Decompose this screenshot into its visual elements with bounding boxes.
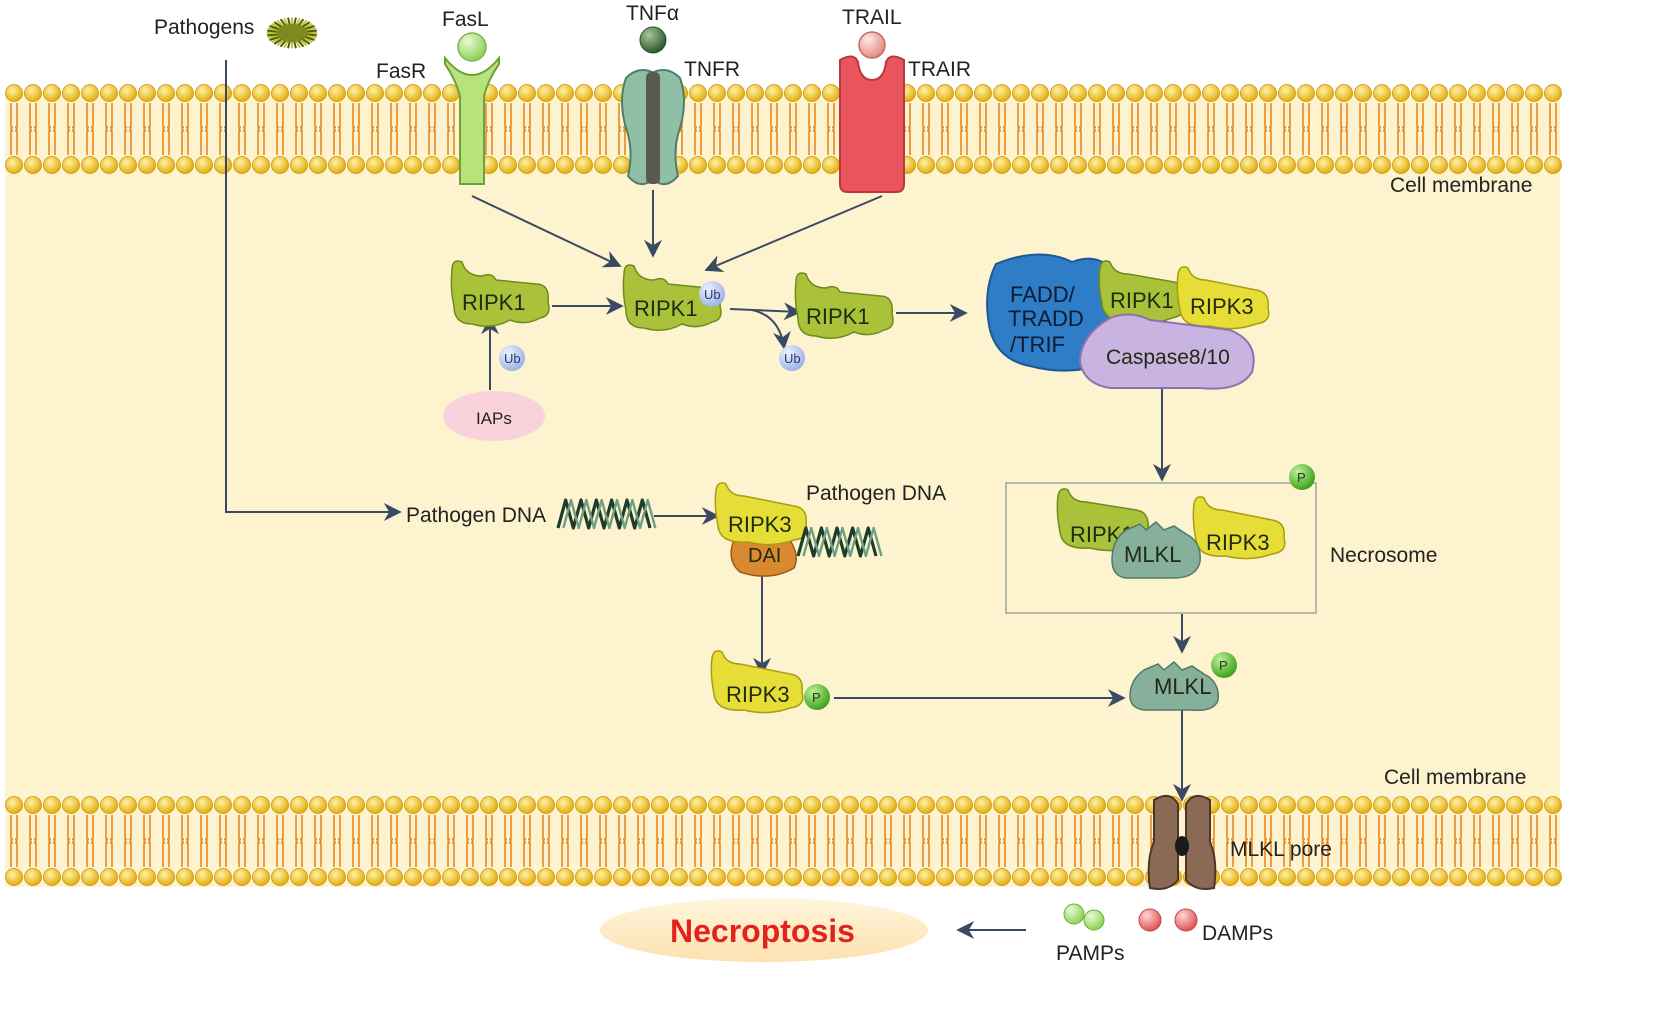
svg-text:IAPs: IAPs <box>476 409 512 428</box>
pathogens-label: Pathogens <box>154 16 254 39</box>
svg-text:DAI: DAI <box>748 545 781 567</box>
p-phosphate: P <box>804 684 830 710</box>
ub-bubble: Ub <box>699 281 725 307</box>
fadd-tradd-trif-complex: FADD/ TRADD /TRIF <box>986 253 1118 372</box>
ripk1-label: RIPK1 <box>634 296 698 321</box>
arrow-trair-to-ripk1 <box>704 195 883 273</box>
svg-text:P: P <box>1297 470 1306 485</box>
svg-text:Ub: Ub <box>784 351 801 366</box>
svg-text:P: P <box>812 690 821 705</box>
fasr-label: FasR <box>376 60 426 83</box>
ripk3-protein: RIPK3 <box>1192 496 1286 560</box>
fasl-ligand <box>457 32 487 62</box>
necroptosis-ellipse <box>600 898 928 962</box>
mlkl-label: MLKL <box>1124 542 1181 567</box>
arrow-ripk1ub-to-ripk1 <box>729 302 802 321</box>
arrows <box>225 60 1191 939</box>
cell-membrane-bottom-label: Cell membrane <box>1384 766 1526 789</box>
ripk3-protein: RIPK3 <box>1176 266 1270 330</box>
pathogen-dna-label: Pathogen DNA <box>406 504 546 527</box>
ripk1-protein: RIPK1 <box>794 272 894 339</box>
pamps-icon <box>1063 903 1105 931</box>
mlkl-pore-label: MLKL pore <box>1230 838 1332 861</box>
mlkl-phospho-protein: MLKL <box>1129 660 1219 712</box>
cell-membrane-top-label: Cell membrane <box>1390 174 1532 197</box>
ripk3-phospho-protein: RIPK3 <box>710 650 804 714</box>
p-phosphate: P <box>1289 464 1315 490</box>
ripk1-ub-protein: RIPK1 <box>622 264 722 331</box>
ripk3-label: RIPK3 <box>726 682 790 707</box>
svg-text:Ub: Ub <box>704 287 721 302</box>
trair-label: TRAIR <box>908 58 971 81</box>
ub-bubble: Ub <box>779 345 805 371</box>
dai-protein: DAI <box>730 535 797 577</box>
ripk1-label: RIPK1 <box>462 290 526 315</box>
svg-text:TRADD: TRADD <box>1008 306 1084 331</box>
svg-text:FADD/: FADD/ <box>1010 282 1076 307</box>
cytoplasm <box>5 92 1560 887</box>
fasr-receptor <box>444 55 500 185</box>
ripk3-protein: RIPK3 <box>714 482 808 546</box>
necroptosis-label: Necroptosis <box>670 913 855 949</box>
p-phosphate: P <box>1211 652 1237 678</box>
ub-bubble: Ub <box>499 345 525 371</box>
fasl-label: FasL <box>442 8 489 31</box>
trail-label: TRAIL <box>842 6 902 29</box>
pathogen-dna-helix <box>796 526 883 558</box>
pathogen-dna-label: Pathogen DNA <box>806 482 946 505</box>
arrow-pathogen-to-dna <box>225 60 402 521</box>
ripk1-protein: RIPK1 <box>1098 260 1186 325</box>
svg-text:Caspase8/10: Caspase8/10 <box>1106 346 1230 369</box>
ripk3-label: RIPK3 <box>1206 530 1270 555</box>
pathogen-dna-helix <box>556 498 657 530</box>
mlkl-label: MLKL <box>1154 674 1211 699</box>
ripk1-label: RIPK1 <box>1110 288 1174 313</box>
mlkl-protein: MLKL <box>1111 520 1201 579</box>
pamps-label: PAMPs <box>1056 942 1124 965</box>
tnfr-receptor <box>621 69 685 186</box>
arrow-ub-release <box>751 309 791 350</box>
damps-icon <box>1138 908 1198 932</box>
tnfr-label: TNFR <box>684 58 740 81</box>
damps-label: DAMPs <box>1202 922 1273 945</box>
trair-receptor <box>839 55 905 193</box>
ripk3-label: RIPK3 <box>728 512 792 537</box>
svg-text:Ub: Ub <box>504 351 521 366</box>
ripk3-label: RIPK3 <box>1190 294 1254 319</box>
necrosome-box <box>1005 482 1317 614</box>
arrow-fasr-to-ripk1 <box>471 195 622 268</box>
ripk1-protein: RIPK1 <box>450 260 550 327</box>
ripk1-label: RIPK1 <box>806 304 870 329</box>
tnfa-label: TNFα <box>626 2 679 25</box>
mlkl-pore <box>1147 794 1217 890</box>
iaps-bubble: IAPs <box>443 391 545 441</box>
svg-text:/TRIF: /TRIF <box>1010 332 1065 357</box>
caspase-8-10-protein: Caspase8/10 <box>1078 313 1255 390</box>
necrosome-label: Necrosome <box>1330 544 1437 567</box>
tnfa-ligand <box>639 26 667 54</box>
svg-text:P: P <box>1219 658 1228 673</box>
pathogen-icon <box>266 17 318 49</box>
trail-ligand <box>858 31 886 59</box>
